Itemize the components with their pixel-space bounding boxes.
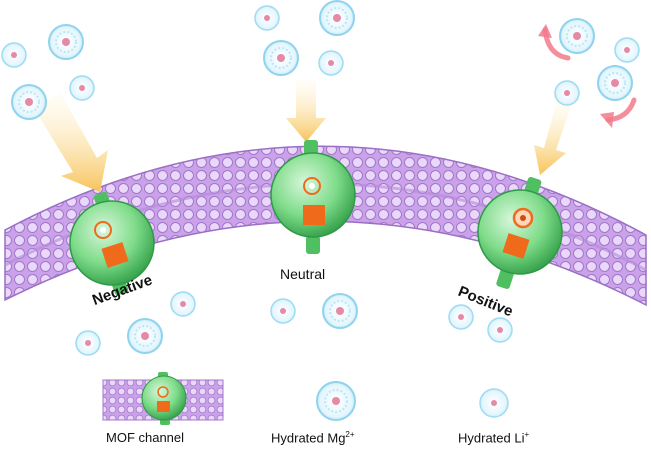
legend-hydrated-mg-charge: 2+ — [345, 430, 355, 439]
legend-hydrated-li: Hydrated Li+ — [458, 430, 529, 445]
hydrated-mg-ions — [11, 0, 633, 354]
legend-hydrated-li-text: Hydrated Li — [458, 430, 525, 446]
flux-arrow-positive — [534, 100, 572, 175]
legend-mof-channel: MOF channel — [106, 430, 185, 445]
label-neutral: Neutral — [280, 266, 326, 282]
legend-hydrated-li-charge: + — [524, 430, 530, 439]
flux-arrow-neutral — [286, 80, 326, 142]
mof-channel-icon — [102, 372, 224, 425]
hydrated-li-ions — [1, 5, 640, 356]
hydrated-li-icon — [479, 388, 509, 418]
flux-arrow-negative — [35, 92, 108, 192]
rejection-arrow-icon — [538, 24, 637, 128]
mof-channel-neutral — [270, 140, 356, 254]
legend-hydrated-mg-text: Hydrated Mg — [271, 430, 346, 446]
mof-channel-negative — [69, 191, 155, 296]
legend-hydrated-mg: Hydrated Mg2+ — [271, 430, 355, 445]
mof-channel-positive — [477, 177, 563, 289]
hydrated-mg-icon — [316, 381, 356, 421]
